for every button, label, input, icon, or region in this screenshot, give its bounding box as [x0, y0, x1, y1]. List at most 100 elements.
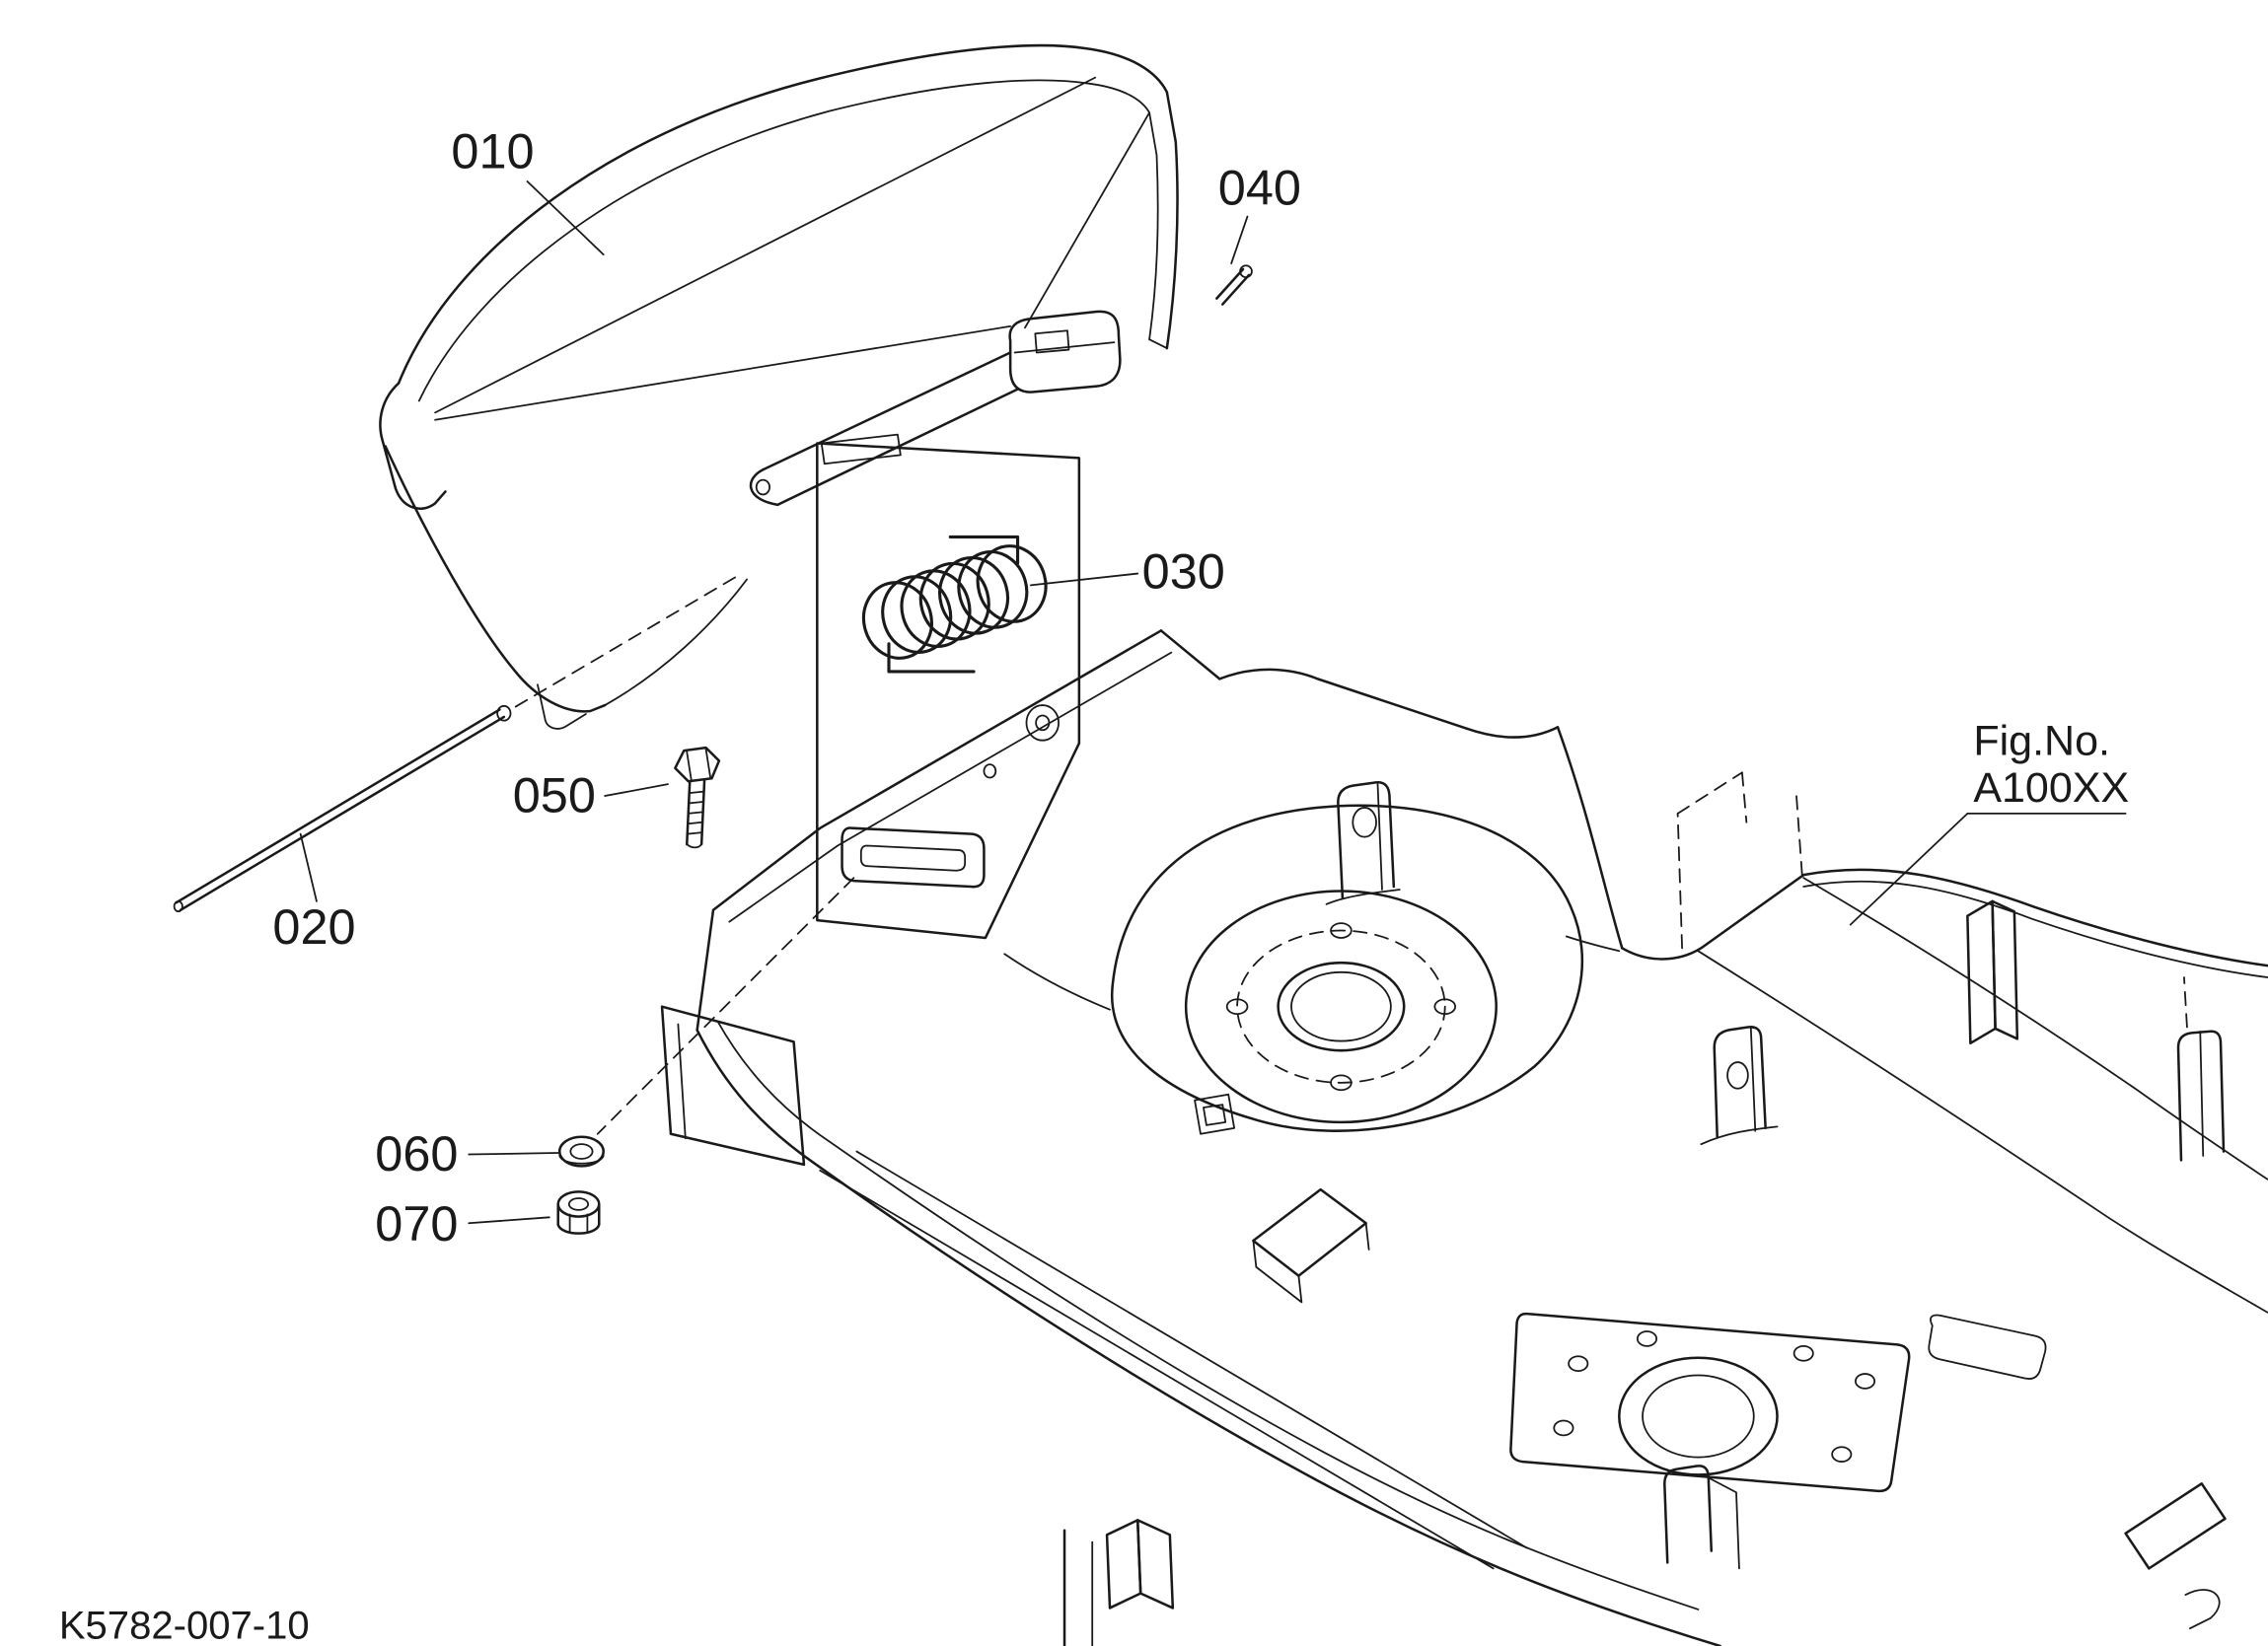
- spindle-bolt-hole: [1433, 998, 1457, 1015]
- bracket-with-hole: [1337, 780, 1396, 900]
- mount-plate-boss: [1025, 704, 1060, 742]
- deck-spindle-opening: [1110, 804, 1583, 1135]
- callout-070: 070: [375, 1195, 458, 1252]
- bolt-head: [674, 746, 721, 783]
- drawing-number: K5782-007-10: [59, 1605, 310, 1646]
- second-spindle: [1618, 1356, 1779, 1476]
- fastener-axis-hidden-line: [596, 877, 855, 1135]
- deck-left-face-edge: [695, 629, 1163, 1032]
- callout-060: 060: [375, 1125, 458, 1181]
- bracket-with-hole: [1713, 1026, 1767, 1138]
- rod-axis-hidden-line: [514, 575, 738, 708]
- deck-left-flap: [660, 1005, 806, 1167]
- spring-leg-top: [948, 535, 1020, 565]
- callouts: 010 040 030 050 020 060 070: [272, 123, 1301, 1252]
- leader-line-010: [526, 180, 605, 256]
- deck-brackets: [1105, 780, 2227, 1630]
- plate-hole: [1855, 1373, 1876, 1390]
- cover-front-bottom-edge: [384, 445, 607, 713]
- spindle-center-hole: [1277, 961, 1406, 1052]
- part-070-nut: [556, 1190, 601, 1235]
- cotter-pin-loop: [1239, 264, 1253, 279]
- leader-line-040: [1230, 215, 1249, 264]
- spindle-bolt-hole: [1330, 922, 1353, 939]
- plate-hole: [1636, 1330, 1658, 1347]
- cover-crease-lower: [434, 324, 1012, 421]
- nut-facets: [568, 1213, 589, 1234]
- part-030-spring: [861, 535, 1048, 674]
- cover-arm-end: [749, 467, 779, 507]
- rod-head: [496, 704, 512, 722]
- deck-near-edge: [695, 1029, 1721, 1646]
- nut-top: [556, 1190, 601, 1218]
- cover-arm-top: [762, 351, 1012, 471]
- cover-right-fold: [1024, 111, 1150, 329]
- part-050-bolt: [674, 746, 721, 849]
- part-060-washer: [557, 1135, 605, 1168]
- edge-hook: [2184, 1589, 2221, 1630]
- bottom-tab: [1105, 1519, 1142, 1610]
- cover-hinge-slot: [1034, 329, 1070, 354]
- spindle-flange: [1184, 890, 1498, 1124]
- deck-outline: [660, 629, 2268, 1646]
- angled-plate: [1252, 1187, 1367, 1277]
- spindle-boss-outline: [1110, 804, 1583, 1132]
- latch-bracket: [841, 826, 986, 889]
- cover-crease-upper: [434, 76, 1097, 414]
- plate-hole: [1568, 1355, 1589, 1372]
- leader-line-050: [604, 783, 669, 797]
- mount-plate-hole: [983, 763, 997, 779]
- callout-020: 020: [272, 898, 355, 955]
- rod-tip: [173, 900, 183, 912]
- mower-deck-assembly: [596, 442, 2268, 1646]
- cover-foot-tab: [537, 683, 587, 730]
- leader-line-070: [468, 1216, 550, 1225]
- bolt-threads: [686, 790, 705, 835]
- cover-outer-rim: [397, 43, 1179, 385]
- folded-tab: [1663, 1465, 1714, 1564]
- spring-leg-bottom: [887, 642, 976, 674]
- part-010-discharge-cover: [379, 43, 1179, 730]
- spindle-bolt-hole: [1225, 998, 1249, 1015]
- callout-050: 050: [513, 766, 596, 823]
- deck-gearbox-plate: [1509, 1312, 2047, 1493]
- plate-hole: [1553, 1419, 1574, 1437]
- plate-hole: [1792, 1344, 1814, 1362]
- deck-mount-plate: [816, 442, 1081, 940]
- deck-rib-line: [855, 1150, 1528, 1549]
- nut-hole: [567, 1197, 590, 1211]
- leader-line-030: [1030, 572, 1139, 587]
- cover-left-cap: [379, 382, 447, 510]
- callout-010: 010: [451, 123, 534, 179]
- plate-slot: [1928, 1314, 2047, 1380]
- step-tab: [2124, 1482, 2227, 1570]
- figure-reference-number: A100XX: [1973, 764, 2129, 812]
- cover-opening-edge: [604, 578, 748, 706]
- deck-hidden-lines: [596, 771, 2188, 1135]
- deck-rib-line: [819, 1169, 1495, 1570]
- spindle-bolt-hole: [1330, 1074, 1353, 1092]
- plate-hole: [1831, 1446, 1853, 1463]
- leader-line-020: [299, 832, 318, 902]
- mount-plate-outline: [816, 442, 1081, 940]
- figure-reference: Fig.No. A100XX: [1849, 718, 2129, 926]
- cover-inner-rim: [417, 79, 1159, 402]
- washer-hole: [569, 1143, 594, 1160]
- gearbox-plate-outline: [1509, 1312, 1911, 1493]
- callout-030: 030: [1142, 542, 1225, 599]
- callout-040: 040: [1218, 160, 1301, 216]
- deck-square-hole: [1194, 1093, 1236, 1135]
- washer-outer: [557, 1135, 605, 1168]
- part-040-cotter-pin: [1215, 264, 1253, 306]
- cover-arm-hole: [755, 478, 770, 496]
- cover-slot-opening: [820, 433, 902, 465]
- folded-tab: [1966, 899, 1997, 1045]
- leader-line-060: [468, 1152, 559, 1156]
- figure-reference-prefix: Fig.No.: [1973, 718, 2110, 765]
- cover-hinge-tube: [1008, 310, 1122, 394]
- part-020-rod: [173, 704, 512, 912]
- spindle-bolt-circle: [1236, 929, 1446, 1084]
- leader-line-figure-reference: [1849, 812, 1969, 926]
